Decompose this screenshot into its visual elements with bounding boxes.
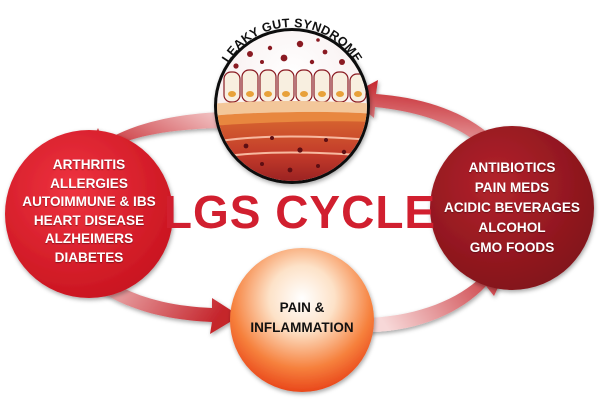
cause-item: PAIN MEDS — [474, 180, 550, 195]
pain-label-line2: INFLAMMATION — [250, 320, 354, 335]
condition-item: DIABETES — [54, 249, 124, 265]
cause-item: GMO FOODS — [469, 240, 555, 255]
conditions-list: ARTHRITIS ALLERGIES AUTOIMMUNE & IBS HEA… — [10, 156, 168, 268]
pain-inflammation-circle — [230, 248, 374, 392]
arrow-to-conditions — [82, 112, 232, 162]
conditions-circle — [5, 130, 173, 298]
condition-item: HEART DISEASE — [33, 212, 145, 228]
condition-item: ARTHRITIS — [52, 157, 126, 172]
condition-item: ALZHEIMERS — [44, 231, 134, 247]
condition-item: ALLERGIES — [50, 175, 128, 191]
arrow-to-leaky-gut — [348, 80, 508, 160]
arrow-to-pain — [80, 266, 240, 334]
cause-item: ACIDIC BEVERAGES — [444, 200, 580, 215]
leaky-gut-circle: LEAKY GUT SYNDROME — [214, 16, 370, 184]
cause-item: ANTIBIOTICS — [468, 160, 556, 175]
pain-label-line1: PAIN & — [279, 300, 325, 315]
cause-item: ALCOHOL — [478, 220, 546, 235]
causes-circle — [430, 126, 594, 290]
pain-inflammation-label: PAIN & INFLAMMATION — [232, 298, 372, 338]
condition-item: AUTOIMMUNE & IBS — [22, 194, 156, 210]
diagram-title: LGS CYCLE — [163, 186, 437, 238]
causes-list: ANTIBIOTICS PAIN MEDS ACIDIC BEVERAGES A… — [436, 158, 588, 258]
